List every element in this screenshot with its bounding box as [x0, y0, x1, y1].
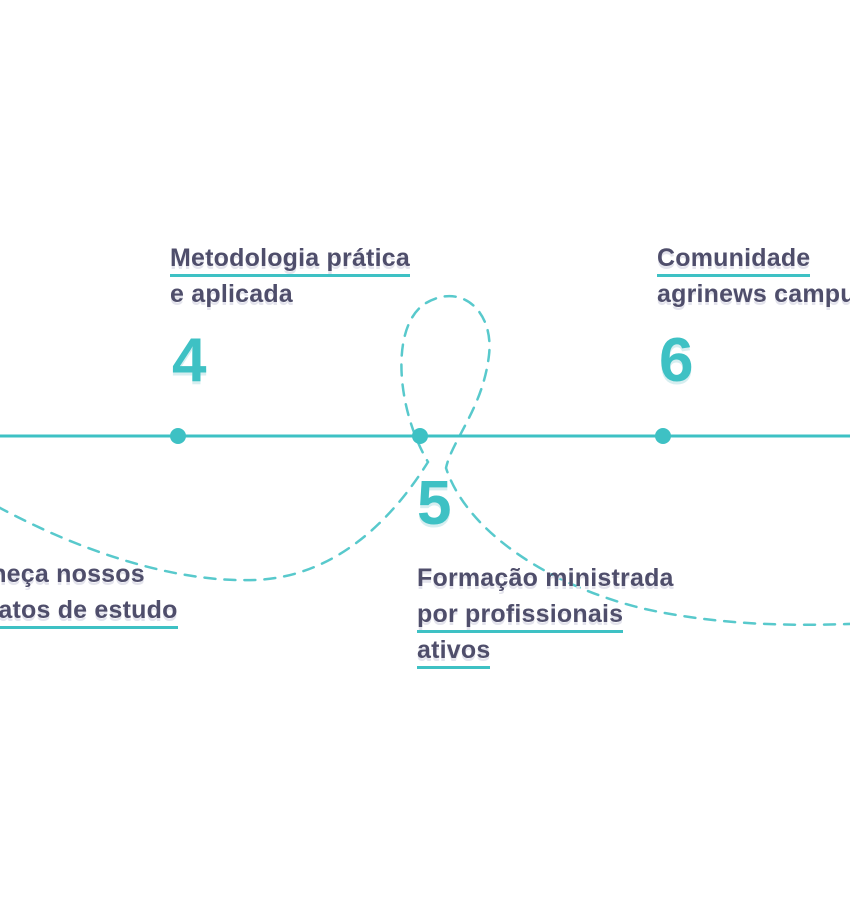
step-6-title-line-1: Comunidade: [657, 240, 850, 277]
step-left-title: Conheça nossos formatos de estudo: [0, 556, 178, 629]
step-5-title-line-2: por profissionais: [417, 596, 674, 633]
step-5-title-underlined-text-2: ativos: [417, 636, 491, 669]
timeline-dot: [412, 428, 428, 444]
step-4-title-underlined-text: Metodologia prática: [170, 244, 410, 277]
step-6-title-underlined-text: Comunidade: [657, 244, 811, 277]
step-6-title: Comunidade agrinews campus: [657, 240, 850, 312]
step-6-number: 6: [659, 326, 694, 395]
step-left-title-line-2: formatos de estudo: [0, 592, 178, 629]
step-left-title-text: Conheça nossos: [0, 560, 145, 588]
step-4-title: Metodologia prática e aplicada: [170, 240, 410, 312]
step-left-title-underlined-text: formatos de estudo: [0, 596, 178, 629]
step-5-title-line-1: Formação ministrada: [417, 560, 674, 596]
dashed-curve-path: [0, 294, 850, 626]
step-5-title: Formação ministrada por profissionais at…: [417, 560, 674, 669]
step-6-title-line-2: agrinews campus: [657, 276, 850, 312]
step-4-title-text: e aplicada: [170, 280, 293, 308]
step-4-number: 4: [172, 326, 207, 395]
timeline-dot: [655, 428, 671, 444]
step-5-number: 5: [417, 469, 452, 538]
timeline-dot: [170, 428, 186, 444]
step-4-title-line-2: e aplicada: [170, 276, 410, 312]
step-5-title-underlined-text-1: por profissionais: [417, 600, 624, 633]
step-4-title-line-1: Metodologia prática: [170, 240, 410, 277]
step-6-title-text: agrinews campus: [657, 280, 850, 308]
step-left-title-line-1: Conheça nossos: [0, 556, 178, 592]
step-5-title-text-1: Formação ministrada: [417, 564, 674, 592]
step-5-title-line-3: ativos: [417, 632, 674, 669]
